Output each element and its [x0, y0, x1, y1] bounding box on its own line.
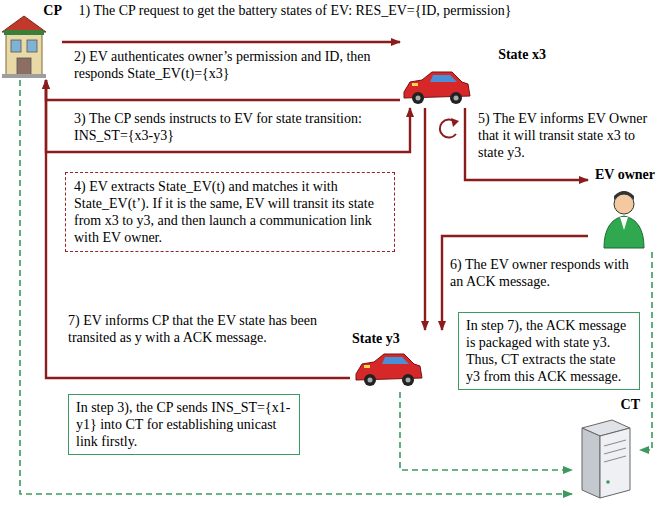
- process-box: 4) EV extracts State_EV(t) and matches i…: [65, 172, 395, 252]
- message-arrow: [46, 80, 400, 100]
- ct-server: CT: [572, 396, 640, 500]
- ev-owner: EV owner: [588, 166, 662, 252]
- step-label: 3) The CP sends instructs to EV for stat…: [72, 110, 392, 144]
- note-box: In step 3), the CP sends INS_ST={x1-y1} …: [68, 394, 300, 455]
- icon-label: EV owner: [588, 166, 662, 183]
- ev-state-node: State y3: [350, 330, 450, 392]
- charging-point-icon: [2, 16, 46, 78]
- icon-label: State y3: [352, 330, 450, 347]
- dashed-link: [400, 392, 572, 470]
- icon-label: State x3: [400, 46, 546, 63]
- charging-point: CP: [2, 2, 62, 80]
- box-text: 4) EV extracts State_EV(t) and matches i…: [74, 178, 386, 246]
- car-icon: [356, 354, 422, 386]
- step-label: 2) EV authenticates owner’s permission a…: [72, 48, 392, 82]
- server-icon: [582, 420, 630, 498]
- step-label: 5) The EV informs EV Owner that it will …: [476, 110, 662, 161]
- box-text: In step 3), the CP sends INS_ST={x1-y1} …: [76, 399, 292, 450]
- box-text: In step 7), the ACK message is packaged …: [466, 317, 632, 385]
- message-arrow: [62, 41, 400, 43]
- icon-label: CP: [2, 2, 62, 19]
- step-label: 6) The EV owner responds with an ACK mes…: [448, 256, 642, 290]
- note-box: In step 7), the ACK message is packaged …: [458, 312, 640, 390]
- self-loop-arrow: [440, 118, 459, 138]
- message-arrow: [424, 108, 426, 330]
- car-icon: [404, 72, 470, 104]
- message-arrow: [46, 80, 410, 152]
- person-icon: [604, 191, 644, 248]
- step-label: 1) The CP request to get the battery sta…: [75, 2, 515, 19]
- step-label: 7) EV informs CP that the EV state has b…: [66, 312, 350, 346]
- icon-label: CT: [572, 396, 640, 413]
- ev-state-node: State x3: [400, 40, 560, 108]
